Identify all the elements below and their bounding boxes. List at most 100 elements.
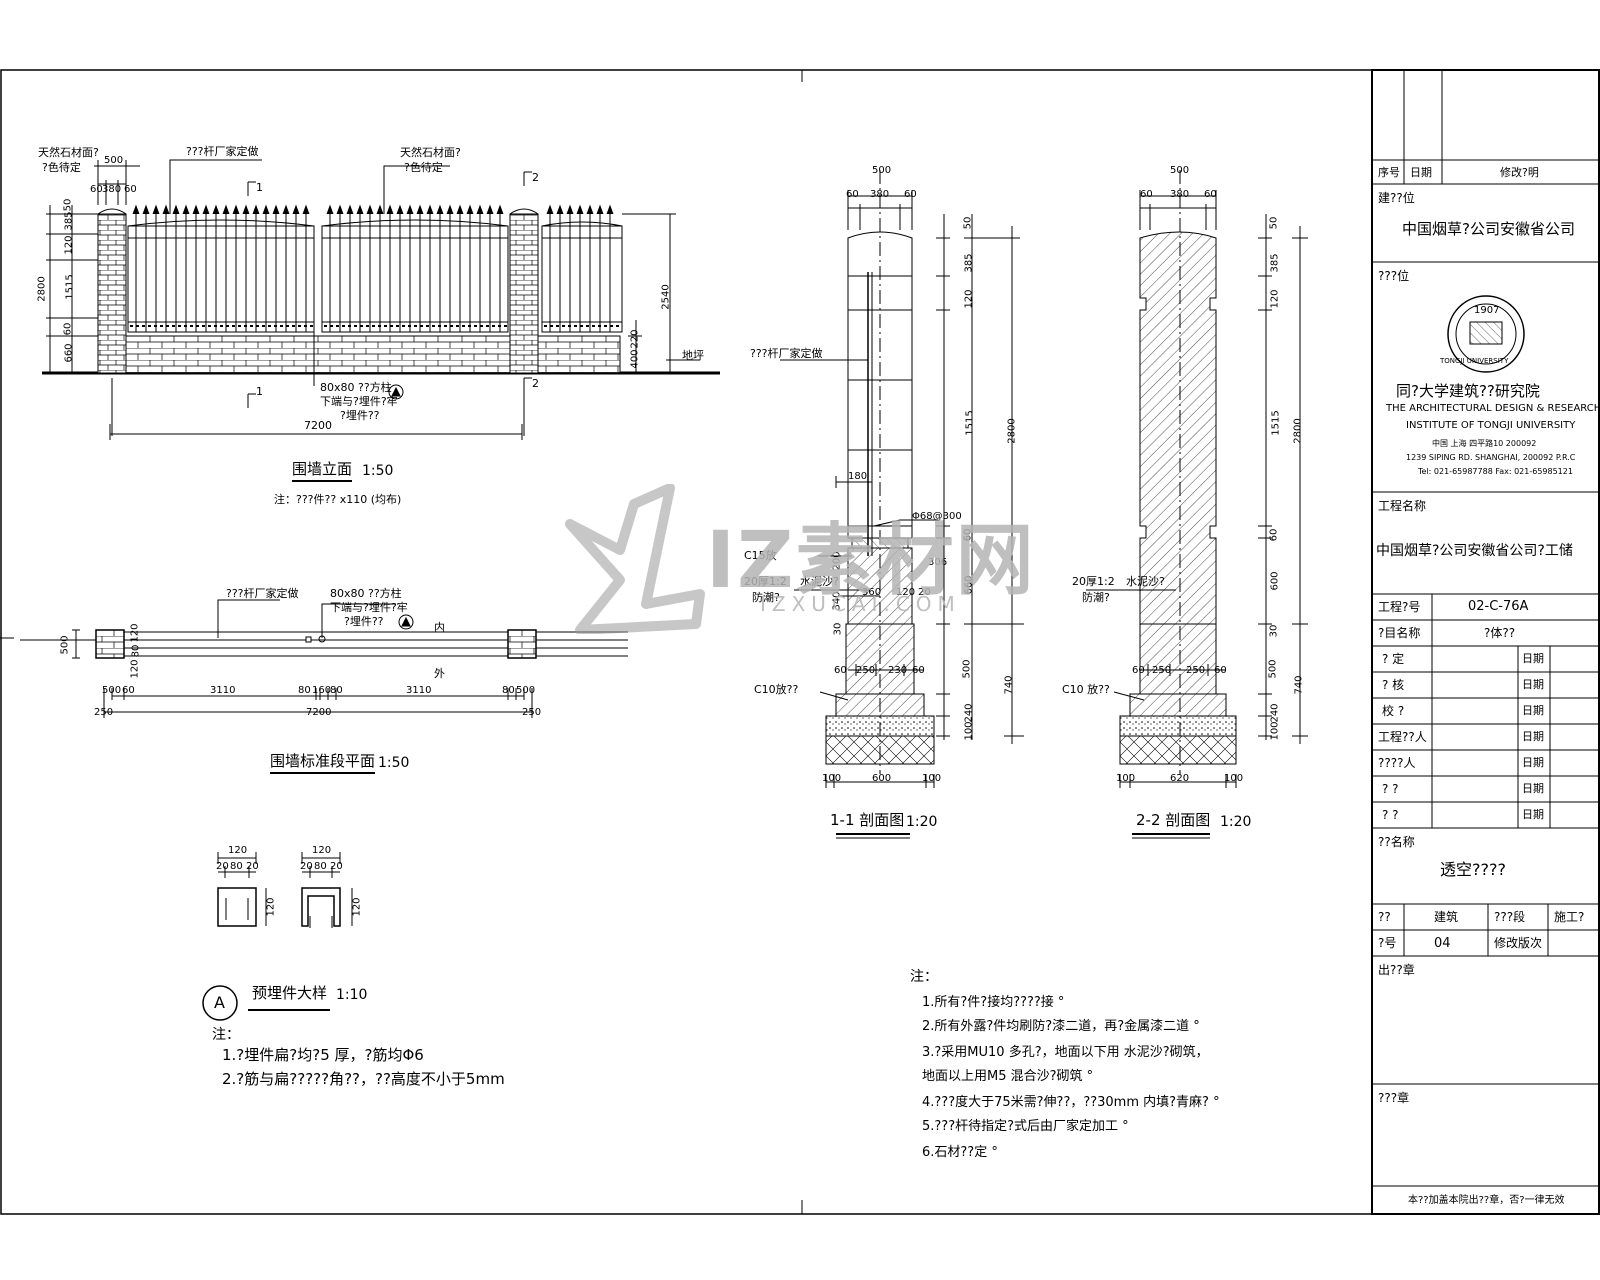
s2-title: 2-2 剖面图: [1136, 811, 1211, 829]
notes-item-3: 3.?采用MU10 多孔?，地面以下用 水泥沙?砌筑，: [922, 1045, 1209, 1060]
detail-scale: 1:10: [336, 987, 368, 1003]
s2-scale: 1:20: [1220, 814, 1252, 830]
notes-item-4: 地面以上用M5 混合沙?砌筑 °: [922, 1069, 1094, 1084]
s1-label-rail-maker: ???杆厂家定做: [750, 347, 823, 360]
sign-row-1-label: ? 定: [1382, 652, 1405, 666]
s1-label-wp-1: 20厚1:2: [744, 575, 787, 588]
address-en: 1239 SIPING RD. SHANGHAI, 200092 P.R.C: [1406, 453, 1576, 462]
plan-scale: 1:50: [378, 755, 410, 771]
s2-dim-240: 240: [1269, 703, 1281, 723]
s2-dim-60a: 60: [1140, 189, 1153, 200]
dim-120: 120: [63, 235, 75, 255]
detail-mark: A: [214, 993, 225, 1012]
s2-label-wp-2: 水泥沙?: [1126, 575, 1165, 588]
elevation-scale: 1:50: [362, 463, 394, 479]
section-mark-2-bottom: 2: [532, 377, 539, 390]
sign-row-3-label: 校 ?: [1382, 704, 1405, 718]
s1-dim-360: 360: [862, 587, 882, 598]
drawing-name: 透空????: [1440, 860, 1506, 879]
s1-dim-380: 380: [870, 189, 890, 200]
s1-dim-740: 740: [1003, 675, 1015, 695]
s1-dim-b60a: 60: [834, 665, 847, 676]
s1-dim-120: 120: [963, 289, 975, 309]
elevation-title: 围墙立面: [292, 462, 353, 482]
s2-dim-380: 380: [1170, 189, 1190, 200]
sign-row-4-label: 工程??人: [1378, 730, 1427, 744]
s2-label-wp-1: 20厚1:2: [1072, 575, 1115, 588]
dim-660: 660: [63, 343, 75, 363]
watermark-logo-icon: [565, 484, 705, 634]
plan-dim-120b: 120: [129, 659, 141, 679]
plan-label-rail-maker: ???杆厂家定做: [226, 587, 299, 600]
notes-item-7: 6.石材??定 °: [922, 1145, 998, 1160]
plan-title: 围墙标准段平面: [270, 754, 376, 774]
dim-7200: 7200: [304, 419, 332, 432]
plan-dim-r160: 160: [312, 685, 332, 696]
detail-dim-120a: 120: [228, 845, 248, 856]
rev-label: 修改版次: [1494, 936, 1543, 950]
s2-dim-b250: 250: [1152, 665, 1172, 676]
plan-dim-r500: 500: [102, 685, 122, 696]
s2-dim-30: 30: [1268, 624, 1280, 638]
seal-year: 1907: [1474, 305, 1500, 316]
drawing-name-label: ??名称: [1378, 835, 1415, 849]
s1-dim-50: 50: [962, 216, 974, 230]
sign-row-2-date: 日期: [1522, 678, 1544, 691]
s1-dim-100: 100: [963, 721, 975, 741]
label-post-2: 下端与?埋件?牢: [320, 395, 398, 408]
s1-dim-20: 20: [918, 587, 931, 598]
institute-cn: 同?大学建筑??研究院: [1396, 382, 1540, 400]
s2-dim-f620: 620: [1170, 773, 1190, 784]
elevation-drawing: [42, 159, 720, 440]
dim-220: 220: [629, 329, 641, 349]
s2-dim-740: 740: [1293, 675, 1305, 695]
section-mark-1-bottom: 1: [256, 385, 263, 398]
s1-dim-306: 306: [928, 557, 948, 568]
s1-label-phi: Φ68@300: [912, 511, 962, 522]
s2-dim-50: 50: [1268, 216, 1280, 230]
designer-label: ???位: [1378, 269, 1410, 283]
label-stone-left-1: 天然石材面?: [38, 146, 99, 159]
notes-item-1: 1.所有?件?接均????接 °: [922, 995, 1065, 1010]
s1-scale: 1:20: [906, 814, 938, 830]
seal-text: TONGJI UNIVERSITY: [1440, 357, 1509, 365]
plan-dim-r80c: 80: [502, 685, 515, 696]
dim-top-500: 500: [104, 155, 124, 166]
s2-dim-120: 120: [1269, 289, 1281, 309]
plan-dim-500v: 500: [59, 635, 71, 655]
s1-dim-180: 180: [848, 471, 868, 482]
s1-title: 1-1 剖面图: [830, 811, 905, 829]
owner-label: 建??位: [1378, 191, 1415, 205]
s2-dim-1515: 1515: [1270, 410, 1282, 436]
detail-dim-80a: 80: [230, 861, 243, 872]
detail-notes-head: 注：: [212, 1027, 240, 1043]
sign-row-6-date: 日期: [1522, 782, 1544, 795]
s1-dim-2800: 2800: [1006, 418, 1018, 444]
stamp-label: 出??章: [1378, 963, 1415, 977]
label-stone-right-2: ?色待定: [404, 161, 443, 174]
plan-dim-80: 80: [130, 644, 142, 658]
notes-item-5: 4.???度大于75米需?伸??，??30mm 内填?青麻? °: [922, 1095, 1220, 1110]
s1-dim-120b: 120: [896, 587, 916, 598]
s1-dim-f100a: 100: [822, 773, 842, 784]
s1-dim-500: 500: [872, 165, 892, 176]
sign-row-4-date: 日期: [1522, 730, 1544, 743]
rev-header-no: 序号: [1378, 166, 1400, 179]
section-1-drawing: [780, 170, 1024, 839]
detail-note-2: 2.?筋与扁?????角??，??高度不小于5mm: [222, 1070, 505, 1088]
detail-dim-120b: 120: [312, 845, 332, 856]
plan-dim-r500b: 500: [516, 685, 536, 696]
detail-dim-h120b: 120: [351, 897, 363, 917]
plan-dim-r80b: 80: [330, 685, 343, 696]
dim-2800: 2800: [36, 276, 48, 302]
item-label: ?目名称: [1378, 626, 1421, 640]
disc-label: ??: [1378, 910, 1391, 924]
title-block-grid: [1371, 69, 1600, 1215]
s2-dim-b60b: 60: [1214, 665, 1227, 676]
sign-row-7-date: 日期: [1522, 808, 1544, 821]
plan-label-post-3: ?埋件??: [344, 615, 384, 628]
watermark-url: IZXUCAI.COM: [760, 592, 961, 616]
rev-header-date: 日期: [1410, 166, 1432, 179]
notes-head: 注：: [910, 969, 938, 985]
s2-dim-385: 385: [1269, 253, 1281, 273]
